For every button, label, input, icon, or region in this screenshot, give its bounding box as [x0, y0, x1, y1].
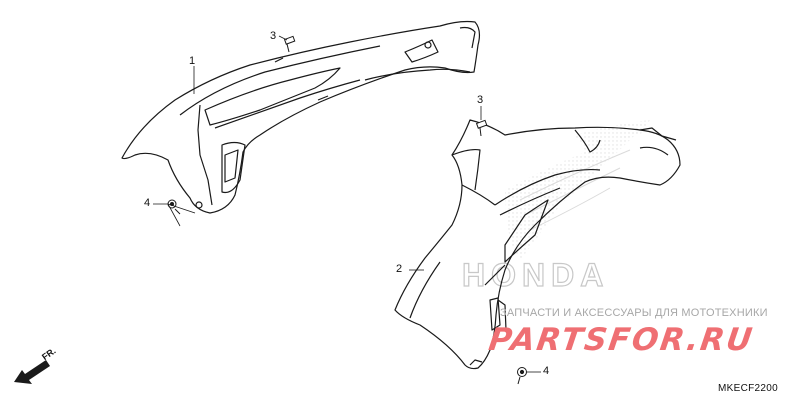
front-direction-arrow-icon — [14, 360, 50, 384]
watermark-tagline: ЗАПЧАСТИ И АКСЕССУАРЫ ДЛЯ МОТОТЕХНИКИ — [500, 307, 768, 319]
part-3-bolt-left — [283, 35, 296, 53]
callout-2: 2 — [396, 263, 403, 275]
part-3-bolt-right — [475, 119, 488, 137]
callout-4-right: 4 — [543, 365, 550, 377]
part-1-left-shroud — [121, 20, 481, 214]
watermark-brand: PARTSFOR.RU — [486, 322, 757, 358]
callout-3-right: 3 — [477, 94, 484, 106]
callout-3-left: 3 — [270, 30, 277, 42]
callout-1: 1 — [189, 55, 196, 67]
leader-lines — [153, 35, 541, 373]
part-4-fastener-right — [517, 367, 527, 385]
honda-wing-logo — [505, 120, 650, 260]
callout-4-left: 4 — [144, 197, 151, 209]
part-2-right-shroud — [394, 119, 681, 370]
honda-logo-text: HONDA — [462, 257, 609, 293]
diagram-code: MKECF2200 — [718, 383, 778, 394]
